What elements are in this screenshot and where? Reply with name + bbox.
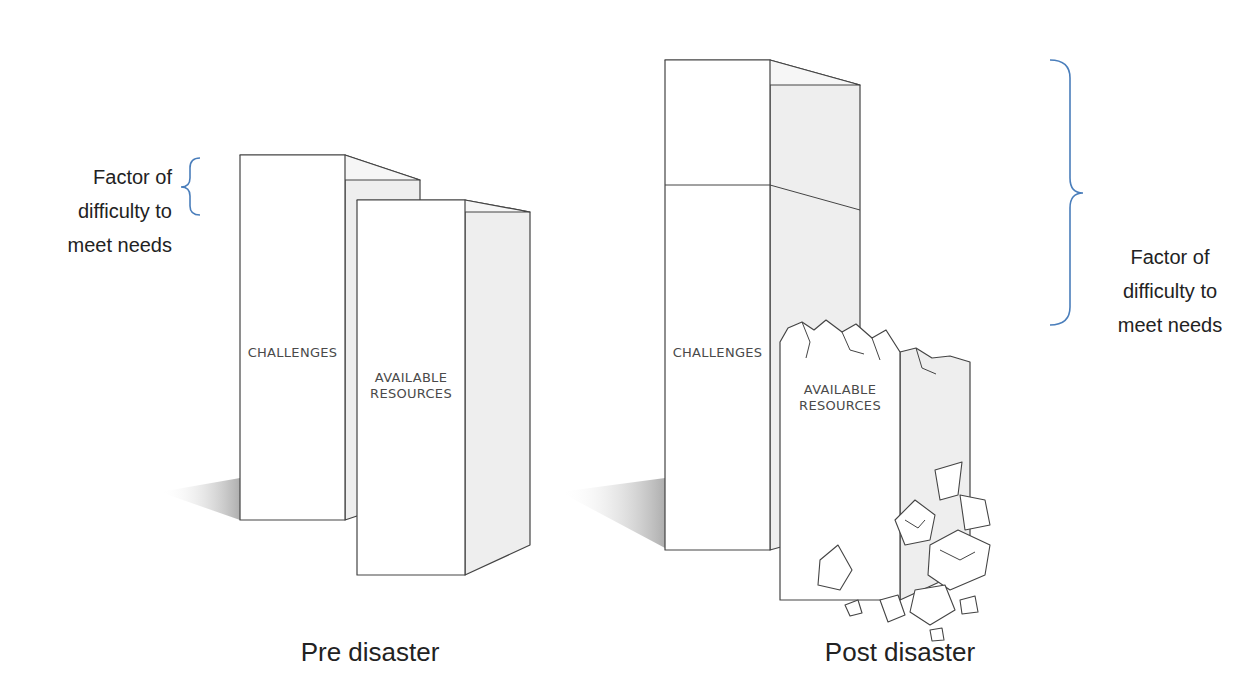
rubble-piece xyxy=(845,600,862,616)
pillar-front xyxy=(780,320,900,600)
ground-shadow xyxy=(560,478,665,548)
crack-line xyxy=(940,550,975,560)
pillar-side xyxy=(465,200,530,575)
pillar-label: CHALLENGES xyxy=(667,345,768,361)
block-divider xyxy=(665,185,860,210)
crack-line xyxy=(916,348,936,374)
rubble-piece xyxy=(895,500,935,545)
pillar-label: AVAILABLE RESOURCES xyxy=(782,382,898,414)
panel-caption: Pre disaster xyxy=(270,636,470,668)
rubble-piece xyxy=(880,595,905,622)
bracket xyxy=(181,158,200,215)
bracket-note: Factor of difficulty to meet needs xyxy=(32,160,172,262)
bracket-note: Factor of difficulty to meet needs xyxy=(1100,240,1240,342)
crack-line xyxy=(872,338,880,360)
ground-shadow xyxy=(160,478,240,520)
rubble-piece xyxy=(960,495,990,530)
pillar-box: AVAILABLE RESOURCES xyxy=(780,320,970,600)
crack-line xyxy=(842,332,864,354)
pillar-outline xyxy=(780,320,970,600)
panel-caption: Post disaster xyxy=(800,636,1000,668)
rubble-piece xyxy=(960,596,978,614)
rubble-piece xyxy=(910,585,955,625)
crack-line xyxy=(802,322,810,358)
pillar-front xyxy=(240,155,345,520)
pillar-front xyxy=(665,60,770,550)
pillar-label: AVAILABLE RESOURCES xyxy=(359,370,463,402)
pillar-side xyxy=(900,348,970,600)
rubble-piece xyxy=(818,545,852,590)
crack-line xyxy=(905,520,925,528)
bracket xyxy=(1050,60,1083,325)
pillar-box: AVAILABLE RESOURCES xyxy=(357,200,530,575)
rubble-piece xyxy=(928,530,990,590)
pillar-front xyxy=(357,200,465,575)
rubble-piece xyxy=(935,462,962,500)
pillar-label: CHALLENGES xyxy=(242,345,343,361)
